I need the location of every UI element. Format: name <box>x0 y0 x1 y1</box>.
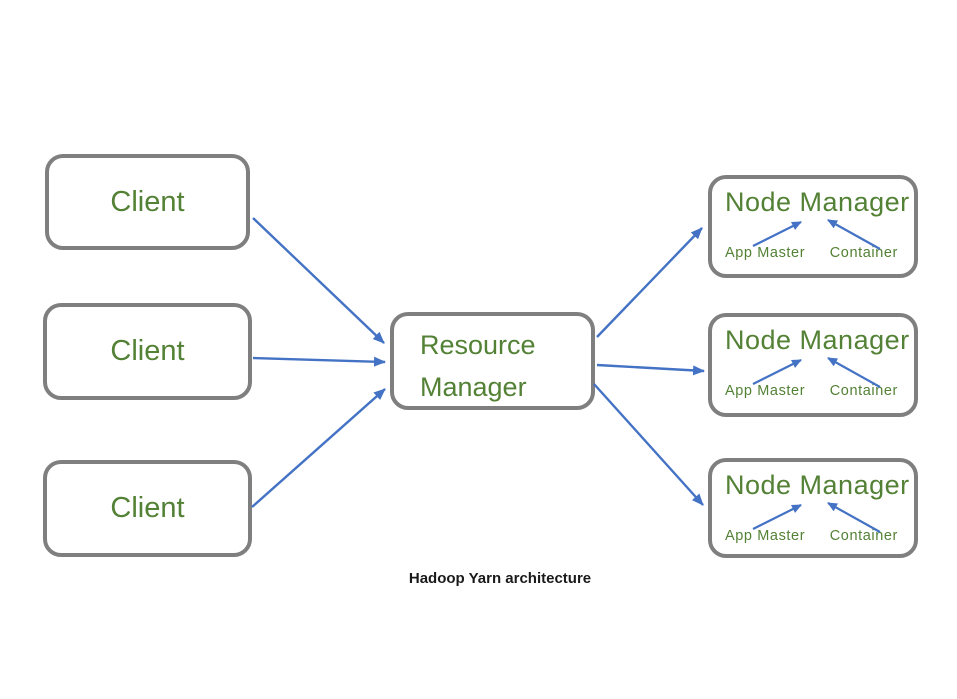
arrow-rm-to-nm2 <box>596 363 705 376</box>
node-manager-title: Node Manager <box>725 187 910 217</box>
resource-manager-label-line1: Resource <box>420 330 536 360</box>
arrow-rm-to-nm3 <box>593 383 704 506</box>
node-manager-box-1: Node Manager App Master Container <box>708 175 918 278</box>
diagram-caption: Hadoop Yarn architecture <box>408 570 592 587</box>
node-manager-box-3: Node Manager App Master Container <box>708 458 918 558</box>
arrow-rm-to-nm1 <box>596 227 703 338</box>
client-box-1: Client <box>45 154 250 250</box>
app-master-label: App Master <box>725 383 806 399</box>
arrow-client2-to-rm <box>252 356 386 367</box>
arrow-client1-to-rm <box>252 217 385 344</box>
resource-manager-box: Resource Manager <box>390 312 595 410</box>
node-manager-title: Node Manager <box>725 325 910 355</box>
node-manager-title: Node Manager <box>725 470 910 500</box>
container-label: Container <box>829 528 898 544</box>
client-label: Client <box>110 492 185 524</box>
node-manager-box-2: Node Manager App Master Container <box>708 313 918 417</box>
client-box-3: Client <box>43 460 252 557</box>
container-label: Container <box>829 383 898 399</box>
client-box-2: Client <box>43 303 252 400</box>
app-master-label: App Master <box>725 528 806 544</box>
resource-manager-label-line2: Manager <box>420 372 527 402</box>
client-label: Client <box>110 185 185 218</box>
arrow-client3-to-rm <box>251 388 386 508</box>
container-label: Container <box>829 245 898 261</box>
app-master-label: App Master <box>725 245 806 261</box>
client-label: Client <box>110 335 185 367</box>
